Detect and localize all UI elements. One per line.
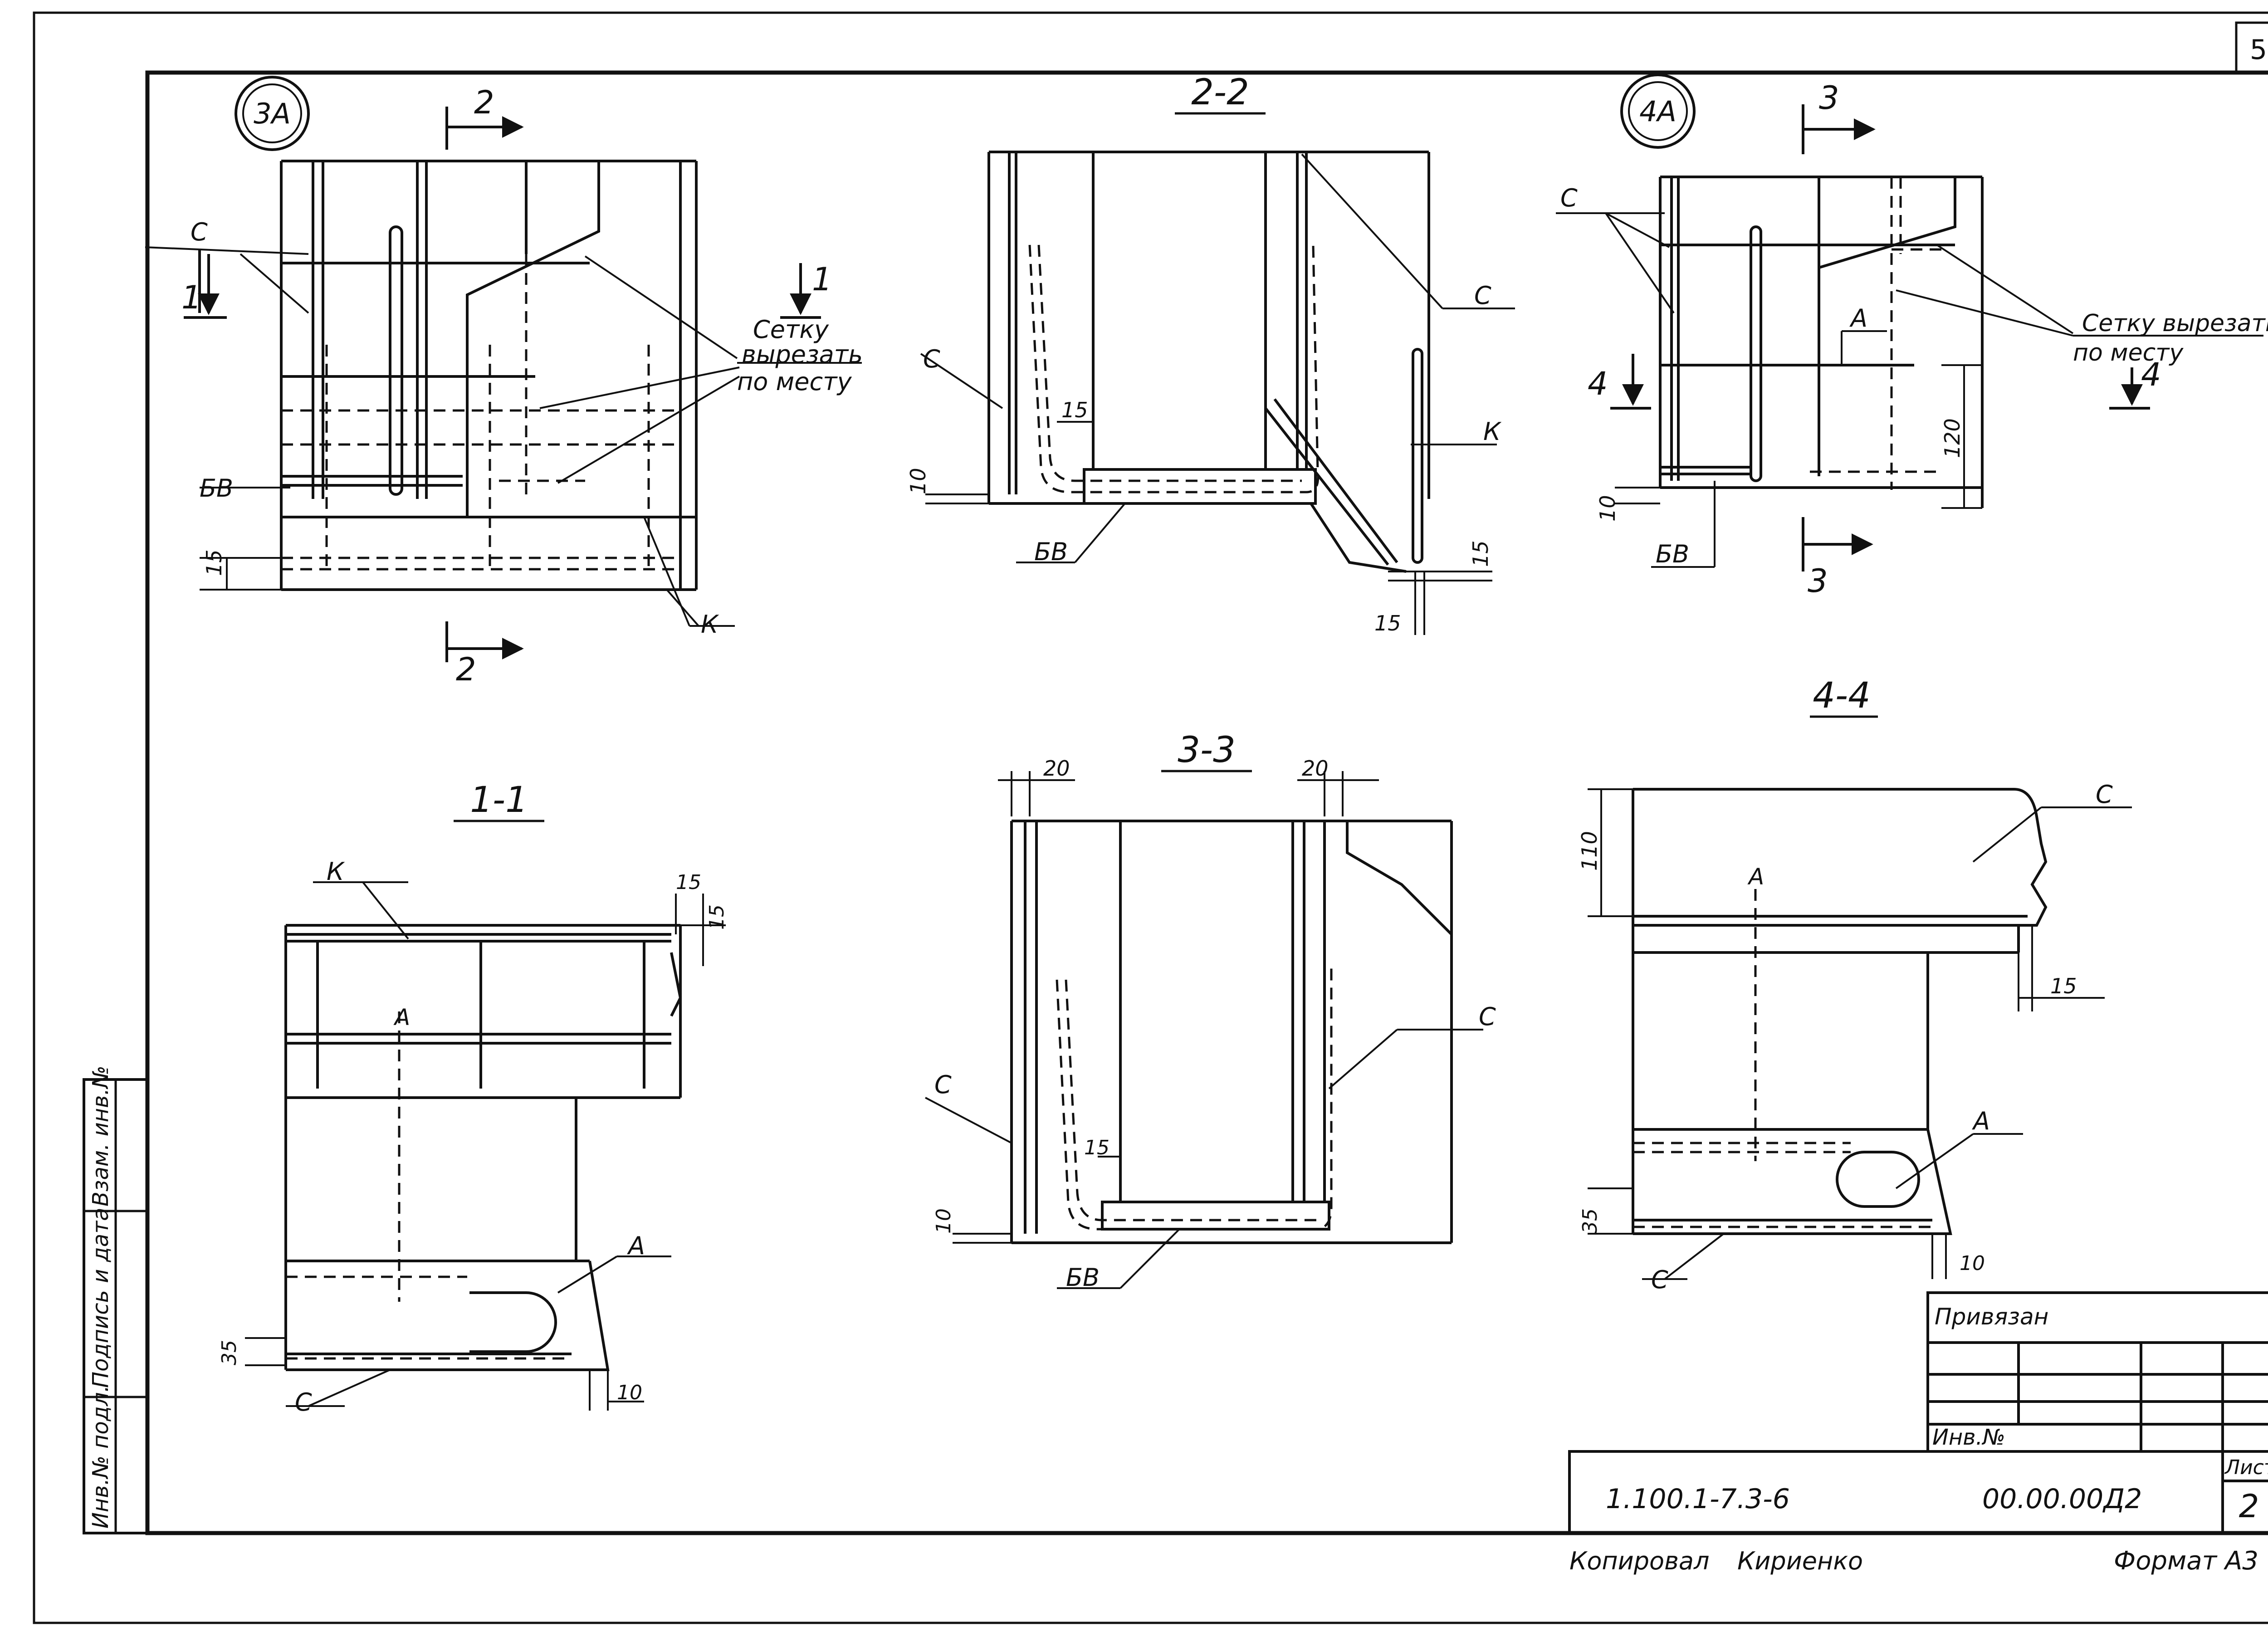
detail-4A: 4A 3	[1556, 73, 2268, 600]
side-stamp-replace: Взам. инв.№	[88, 1065, 113, 1206]
detail-3A-section-top: 2	[474, 84, 494, 121]
section-3-3-insulation	[1119, 820, 1294, 1203]
section-1-1-dim-15a: 15	[676, 871, 701, 894]
title-block-format: Формат А3	[2114, 1546, 2258, 1576]
side-stamp-sign: Подпись и дата	[88, 1207, 113, 1388]
detail-4A-mark: 4A	[1639, 95, 1677, 128]
section-2-2: 2-2	[906, 72, 1515, 635]
detail-4A-section-bottom: 3	[1808, 562, 1828, 600]
detail-4A-dim-10: 10	[1595, 495, 1620, 522]
detail-4A-label-c: С	[1560, 184, 1578, 212]
section-3-3-dim-20b: 20	[1302, 756, 1329, 781]
section-3-3-label-c-right: С	[1479, 1002, 1496, 1031]
title-block-series: 1.100.1-7.3-6	[1606, 1483, 1790, 1515]
title-block-doc-code: 00.00.00Д2	[1982, 1483, 2142, 1515]
section-4-4: 4-4	[1577, 675, 2132, 1294]
title-block-inv: Инв.№	[1932, 1425, 2005, 1450]
section-1-1-label-c: С	[295, 1388, 312, 1417]
section-3-3-label-bv: БВ	[1066, 1263, 1100, 1292]
title-block: Привязан Инв.№ 1.100.1-7.3-6 00.00.00Д2 …	[1568, 1291, 2268, 1576]
section-1-1-rod-mark: А	[393, 1004, 410, 1031]
section-3-3-title: 3-3	[1178, 730, 1235, 771]
detail-3A: 3A	[145, 76, 863, 688]
detail-4A-section-side: 4	[1588, 365, 1608, 402]
section-1-1-label-a: А	[627, 1231, 645, 1260]
detail-3A-label-bv: БВ	[200, 474, 233, 503]
section-2-2-dim-15c: 15	[1374, 611, 1401, 635]
title-block-copier: Кириенко	[1737, 1547, 1863, 1575]
detail-3A-note-1: Сетку	[753, 315, 829, 344]
section-4-4-dim-35: 35	[1579, 1208, 1602, 1234]
detail-3A-mark: 3A	[254, 97, 291, 130]
detail-3A-mark-circle	[235, 76, 310, 151]
section-3-3-dim-15: 15	[1084, 1136, 1110, 1159]
section-2-2-label-c-left: С	[923, 345, 940, 373]
section-3-3-label-c-left: С	[934, 1070, 952, 1099]
detail-3A-dim: 15	[202, 549, 226, 576]
detail-3A-note-mark: 1	[812, 261, 832, 298]
outer-border	[33, 11, 2268, 1624]
detail-3A-section-bottom: 2	[456, 651, 476, 688]
section-4-4-rod-mark: А	[1747, 864, 1764, 890]
detail-3A-note-2: вырезать	[742, 340, 863, 369]
title-block-sheet-no: 2	[2239, 1488, 2259, 1525]
side-stamp-inv: Инв.№ подл.	[88, 1385, 113, 1529]
section-1-1-title: 1-1	[470, 780, 528, 821]
detail-4A-label-bv: БВ	[1656, 540, 1689, 568]
section-4-4-label-c-top: С	[2096, 780, 2113, 809]
page-number-box	[2235, 21, 2268, 74]
section-4-4-dim-110: 110	[1577, 831, 1602, 871]
section-1-1-label-k: К	[327, 857, 345, 886]
section-2-2-label-c-right: С	[1474, 281, 1491, 310]
section-2-2-dim-15b: 15	[1468, 540, 1493, 567]
detail-4A-note-1: Сетку вырезать	[2082, 310, 2268, 337]
detail-4A-mark-circle	[1620, 73, 1696, 149]
title-block-privyazan: Привязан	[1935, 1304, 2048, 1330]
section-4-4-dim-15: 15	[2050, 974, 2077, 998]
title-block-copied-by: Копировал	[1569, 1547, 1710, 1575]
detail-4A-note-2: по месту	[2073, 339, 2184, 366]
section-4-4-insulation	[1632, 951, 1929, 1131]
detail-3A-note-3: по месту	[737, 367, 852, 396]
section-2-2-label-bv: БВ	[1034, 537, 1068, 566]
section-1-1-dim-10: 10	[617, 1381, 642, 1404]
section-4-4-dim-10: 10	[1960, 1252, 1985, 1275]
drawing-frame	[145, 70, 2268, 1535]
section-3-3: 3-3	[925, 730, 1496, 1292]
detail-4A-label-a: А	[1849, 304, 1867, 332]
section-2-2-label-k: К	[1483, 417, 1502, 446]
section-1-1-dim-35: 35	[218, 1340, 241, 1365]
section-3-3-dim-10: 10	[932, 1208, 955, 1234]
section-2-2-dim-10: 10	[906, 468, 930, 494]
detail-4A-section-top: 3	[1819, 79, 1839, 117]
section-3-3-dim-20a: 20	[1043, 756, 1070, 781]
detail-3A-section-side: 1	[181, 279, 202, 316]
section-4-4-label-a: А	[1972, 1107, 1990, 1135]
section-2-2-title: 2-2	[1191, 72, 1249, 113]
section-2-2-insulation	[1092, 151, 1267, 471]
section-4-4-title: 4-4	[1813, 675, 1870, 716]
title-block-sheet-label: Лист	[2224, 1456, 2268, 1479]
side-stamp: Инв.№ подл. Подпись и дата Взам. инв.№	[83, 1065, 149, 1534]
detail-4A-dim-120: 120	[1940, 418, 1965, 458]
section-2-2-dim-15: 15	[1061, 398, 1088, 422]
detail-3A-label-c: С	[191, 218, 208, 246]
section-4-4-label-c-bottom: С	[1651, 1265, 1668, 1294]
section-1-1-dim-15b: 15	[705, 904, 728, 930]
section-1-1: 1-1	[218, 780, 728, 1417]
detail-3A-label-k: К	[701, 610, 719, 639]
page-number: 57	[2250, 34, 2268, 66]
section-1-1-insulation	[284, 1096, 577, 1262]
detail-4A-note-mark: 4	[2141, 356, 2161, 393]
